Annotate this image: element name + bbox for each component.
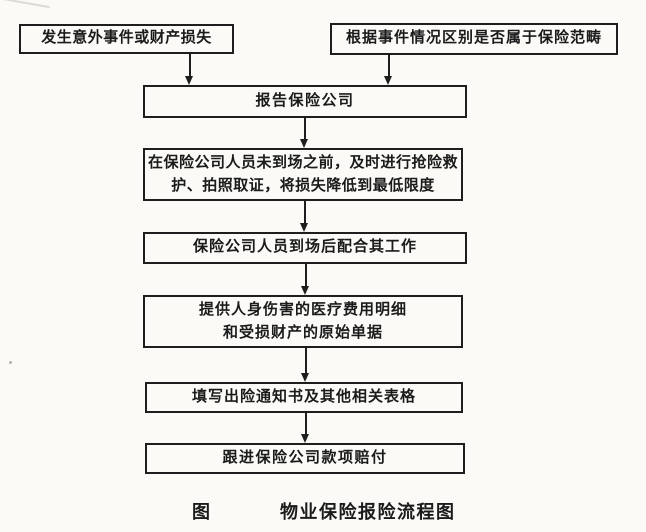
flow-box-documents: 提供人身伤害的医疗费用明细 和受损财产的原始单据 bbox=[143, 295, 463, 348]
flow-box-forms-label: 填写出险通知书及其他相关表格 bbox=[191, 388, 416, 405]
figure-label: 图 bbox=[192, 502, 210, 522]
figure-title: 物业保险报险流程图 bbox=[280, 502, 456, 522]
flow-box-payment: 跟进保险公司款项赔付 bbox=[145, 443, 465, 474]
flow-box-documents-line2: 和受损财产的原始单据 bbox=[222, 324, 383, 341]
flow-box-report-label: 报告保险公司 bbox=[255, 92, 355, 109]
arrow-line bbox=[388, 54, 390, 77]
flow-box-classify-label: 根据事件情况区别是否属于保险范畴 bbox=[345, 30, 602, 47]
flow-box-documents-line1: 提供人身伤害的医疗费用明细 bbox=[198, 301, 407, 318]
arrow-head-icon bbox=[301, 373, 309, 382]
arrow-line bbox=[305, 413, 307, 435]
scan-artifact-dot bbox=[9, 361, 12, 364]
flow-box-incident-label: 发生意外事件或财产损失 bbox=[41, 30, 212, 47]
flow-box-rescue: 在保险公司人员未到场之前，及时进行抢险救 护、拍照取证，将损失降低到最低限度 bbox=[143, 148, 463, 201]
arrow-head-icon bbox=[301, 286, 309, 295]
flow-box-rescue-line1: 在保险公司人员未到场之前，及时进行抢险救 bbox=[147, 154, 458, 171]
flow-box-documents-text: 提供人身伤害的医疗费用明细 和受损财产的原始单据 bbox=[199, 299, 407, 345]
flow-box-classify: 根据事件情况区别是否属于保险范畴 bbox=[330, 23, 618, 55]
arrow-line bbox=[189, 52, 191, 77]
flow-box-rescue-line2: 护、拍照取证，将损失降低到最低限度 bbox=[171, 177, 435, 194]
arrow-head-icon bbox=[300, 223, 308, 232]
flow-box-rescue-text: 在保险公司人员未到场之前，及时进行抢险救 护、拍照取证，将损失降低到最低限度 bbox=[148, 152, 458, 198]
flow-box-incident: 发生意外事件或财产损失 bbox=[19, 24, 234, 54]
flow-box-report: 报告保险公司 bbox=[143, 85, 467, 118]
scan-artifact-mark bbox=[2, 0, 50, 9]
arrow-head-icon bbox=[300, 139, 308, 148]
arrow-line bbox=[305, 264, 307, 287]
arrow-head-icon bbox=[384, 76, 392, 85]
flow-box-forms: 填写出险通知书及其他相关表格 bbox=[145, 382, 463, 413]
flow-box-payment-label: 跟进保险公司款项赔付 bbox=[222, 449, 388, 466]
arrow-head-icon bbox=[301, 434, 309, 443]
flow-box-cooperate: 保险公司人员到场后配合其工作 bbox=[143, 232, 467, 264]
arrow-line bbox=[305, 348, 307, 374]
arrow-head-icon bbox=[185, 76, 193, 85]
arrow-line bbox=[304, 201, 306, 224]
flow-box-cooperate-label: 保险公司人员到场后配合其工作 bbox=[192, 239, 417, 256]
arrow-line bbox=[304, 118, 306, 140]
